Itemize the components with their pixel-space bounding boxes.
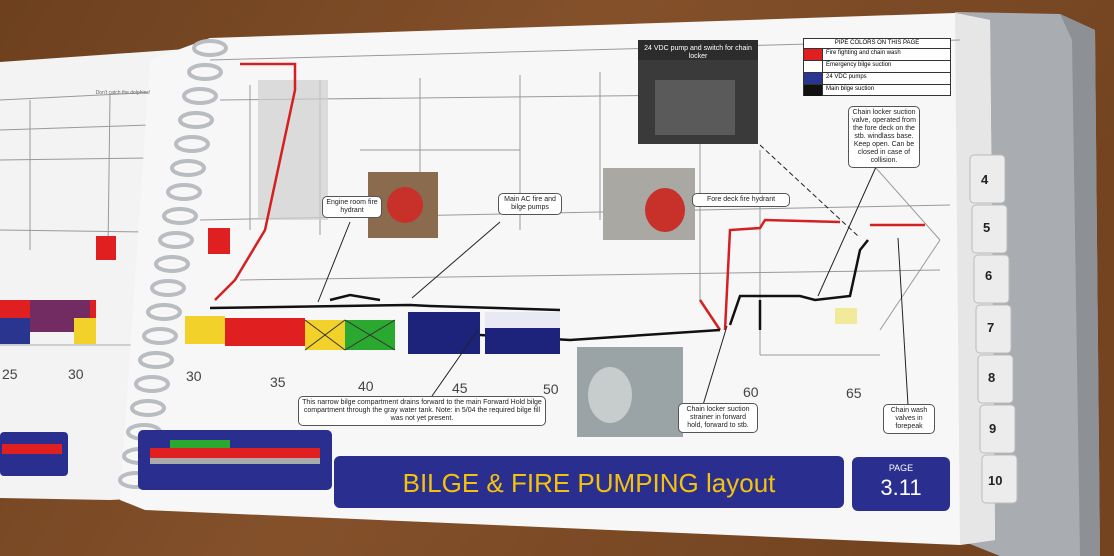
legend-heading: PIPE COLORS ON THIS PAGE [804,39,950,49]
spiral-binding [118,39,228,489]
legend-label: Fire fighting and chain wash [826,50,901,56]
bilge-pipe [209,239,869,342]
page-number-box: PAGE 3.11 [852,457,950,511]
ruler-number: 50 [543,381,559,397]
index-tabs [969,154,1018,504]
tab-10: 10 [988,473,1003,488]
left-page-note: Don't catch the dolphins! [95,90,151,96]
ruler-number: 35 [270,374,286,390]
ruler-number: 60 [743,384,759,400]
legend-row: Fire fighting and chain wash [804,49,950,61]
ruler-number: 30 [186,368,202,384]
legend-label: Main bilge suction [826,86,875,92]
tank-blocks [185,312,560,354]
ruler-number: 25 [2,366,18,382]
callout-engine-room-hydrant: Engine room fire hydrant [322,196,382,218]
page-title-bar: BILGE & FIRE PUMPING layout [334,456,844,508]
tab-4: 4 [981,172,989,187]
legend-row: Emergency bilge suction [804,61,950,73]
photos [368,40,758,437]
pipe-color-legend: PIPE COLORS ON THIS PAGE Fire fighting a… [803,38,951,96]
ruler-number: 45 [452,380,468,396]
page-number: 3.11 [880,475,922,500]
legend-label: Emergency bilge suction [826,62,892,68]
ruler-number: 65 [846,385,862,401]
tab-5: 5 [983,220,991,235]
tab-9: 9 [989,421,997,436]
legend-label: 24 VDC pumps [826,74,867,80]
callout-chain-wash: Chain wash valves in forepeak [883,404,935,434]
callout-main-ac-pumps: Main AC fire and bilge pumps [498,193,562,215]
page-label: PAGE [888,463,914,473]
ruler-number: 40 [358,378,374,394]
callout-chain-locker-valve: Chain locker suction valve, operated fro… [848,106,920,168]
fire-pipe [214,62,925,331]
page-title: BILGE & FIRE PUMPING layout [402,468,776,498]
tab-6: 6 [985,268,993,283]
callout-bilge-note: This narrow bilge compartment drains for… [298,396,546,426]
photo-caption-pump-switch: 24 VDC pump and switch for chain locker [644,45,752,60]
ruler-number: 30 [68,366,84,382]
tab-8: 8 [988,370,996,385]
tab-7: 7 [987,320,995,335]
callout-fore-deck-hydrant: Fore deck fire hydrant [692,193,790,207]
legend-row: 24 VDC pumps [804,73,950,85]
legend-row: Main bilge suction [804,85,950,96]
callout-strainer: Chain locker suction strainer in forward… [678,403,758,433]
